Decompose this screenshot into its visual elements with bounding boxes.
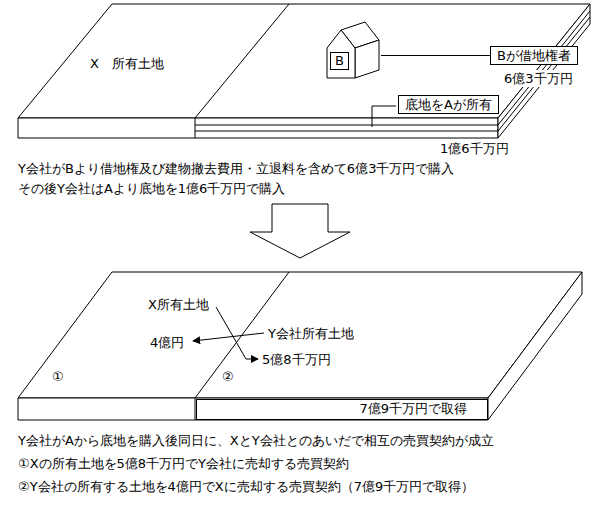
slab-front-face xyxy=(18,118,498,138)
layer-line xyxy=(498,11,590,125)
down-arrow xyxy=(250,204,350,258)
price-label: 6億3千万円 xyxy=(502,70,575,87)
slab-top-face xyxy=(18,4,590,118)
layer-line xyxy=(195,131,498,132)
node-text: B xyxy=(330,52,349,70)
house-outline xyxy=(325,20,381,80)
note-text: ②Y会社の所有する土地を4億円でXに売却する売買契約（7億9千万円で取得） xyxy=(18,478,474,495)
price-label: 1億6千万円 xyxy=(440,140,509,157)
layer-line xyxy=(498,17,590,131)
slab-side-face xyxy=(488,272,582,420)
callout-number: ① xyxy=(52,368,64,385)
price-label: 4億円 xyxy=(150,334,184,351)
land-label: X所有土地 xyxy=(148,296,209,313)
price-box: 7億9千万円で取得 xyxy=(196,399,488,420)
exchange-arrow xyxy=(216,307,258,359)
note-text: Y会社がAから底地を購入後同日に、XとY会社とのあいだで相互の売買契約が成立 xyxy=(18,432,494,449)
leader-line xyxy=(381,55,490,56)
house-wall xyxy=(355,40,379,78)
house-front xyxy=(327,30,355,78)
house-symbol: B xyxy=(325,20,381,80)
slab-front-face xyxy=(18,398,488,420)
layer-line xyxy=(195,125,498,126)
land-label: X 所有土地 xyxy=(90,55,164,72)
callout-number: ② xyxy=(222,368,234,385)
note-text: ①Xの所有土地を5億8千万円でY会社に売却する売買契約 xyxy=(18,455,349,472)
node-text: Bが借地権者 xyxy=(497,48,571,63)
parcel-divider xyxy=(195,4,289,118)
parcel-divider xyxy=(195,118,196,138)
price-label: 5億8千万円 xyxy=(262,351,331,368)
node-text: 7億9千万円で取得 xyxy=(359,401,467,416)
note-text: その後Y会社はAより底地を1億6千万円で購入 xyxy=(18,180,285,197)
land-label: Y会社所有土地 xyxy=(268,325,354,342)
exchange-arrow xyxy=(193,333,264,341)
node-text: 底地をAが所有 xyxy=(405,97,492,112)
leader-line xyxy=(372,106,396,127)
slab-side-face xyxy=(498,4,590,138)
note-text: Y会社がBより借地権及び建物撤去費用・立退料を含めて6億3千万円で購入 xyxy=(18,160,454,177)
label-box: Bが借地権者 xyxy=(490,46,578,65)
slab-top-face xyxy=(18,272,582,398)
label-box: 底地をAが所有 xyxy=(398,95,499,114)
